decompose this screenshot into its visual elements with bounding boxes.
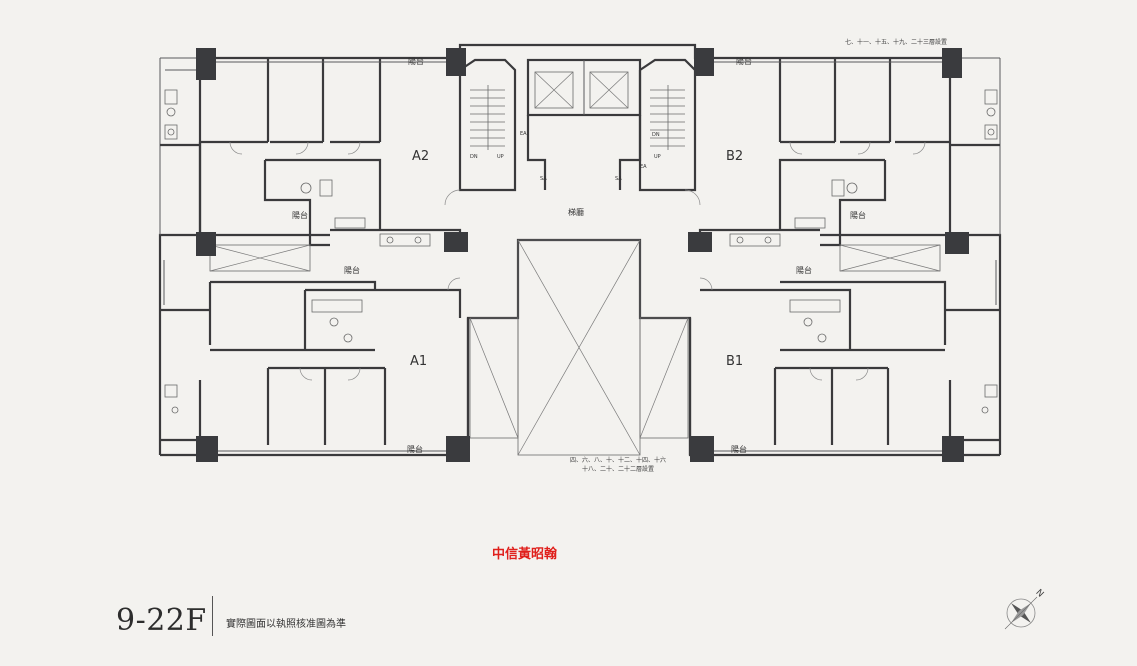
door-swings bbox=[229, 141, 926, 381]
structural-columns bbox=[196, 48, 969, 462]
exhaust-air-mark: EA bbox=[520, 131, 527, 137]
exhaust-air-mark: EA bbox=[640, 164, 647, 170]
credit-text: 中信黃昭翰 bbox=[492, 547, 558, 562]
balcony-label: 陽台 bbox=[292, 210, 308, 220]
floor-range-title: 9-22F bbox=[116, 603, 207, 638]
balcony-label: 陽台 bbox=[731, 444, 747, 454]
disclaimer-text: 實際圖面以執照核准圖為準 bbox=[226, 619, 346, 630]
floor-note-bottom: 四、六、八、十、十二、十四、十六 十八、二十、二十二層設置 bbox=[563, 456, 673, 474]
balcony-label: 陽台 bbox=[736, 56, 752, 66]
stair-up-mark: UP bbox=[654, 154, 661, 160]
balcony-label: 陽台 bbox=[850, 210, 866, 220]
unit-label-b2: B2 bbox=[726, 149, 743, 164]
floor-note-bottom-line1: 四、六、八、十、十二、十四、十六 bbox=[569, 457, 666, 464]
supply-air-mark: SA bbox=[615, 176, 622, 182]
supply-air-mark: SA bbox=[540, 176, 547, 182]
compass-rose-icon: N bbox=[1004, 588, 1045, 630]
building-outline bbox=[158, 43, 1002, 457]
stair-up-mark: UP bbox=[497, 154, 504, 160]
core-stairs-elevators bbox=[458, 58, 697, 192]
stair-down-mark: DN bbox=[470, 154, 478, 160]
interior-walls-west bbox=[160, 58, 470, 455]
floor-note-bottom-line2: 十八、二十、二十二層設置 bbox=[581, 466, 654, 473]
balcony-voids bbox=[209, 244, 941, 272]
balcony-label: 陽台 bbox=[344, 265, 360, 275]
interior-walls-east bbox=[688, 58, 1000, 455]
unit-label-b1: A2 bbox=[412, 149, 429, 164]
balcony-label: 陽台 bbox=[407, 444, 423, 454]
bathroom-fixtures bbox=[164, 89, 998, 414]
window-strips bbox=[163, 61, 997, 452]
stair-hall-label: 梯廳 bbox=[568, 207, 584, 217]
balcony-label: 陽台 bbox=[408, 56, 424, 66]
title-divider bbox=[212, 596, 213, 636]
unit-label-a1: A1 bbox=[410, 354, 427, 369]
floor-note-top: 七、十一、十五、十九、二十三層設置 bbox=[845, 39, 948, 46]
stair-down-mark: DN bbox=[652, 132, 660, 138]
balcony-label: 陽台 bbox=[796, 265, 812, 275]
compass-north-letter: N bbox=[1033, 588, 1045, 600]
atrium-void bbox=[469, 239, 689, 456]
unit-label-a2: B1 bbox=[726, 354, 743, 369]
